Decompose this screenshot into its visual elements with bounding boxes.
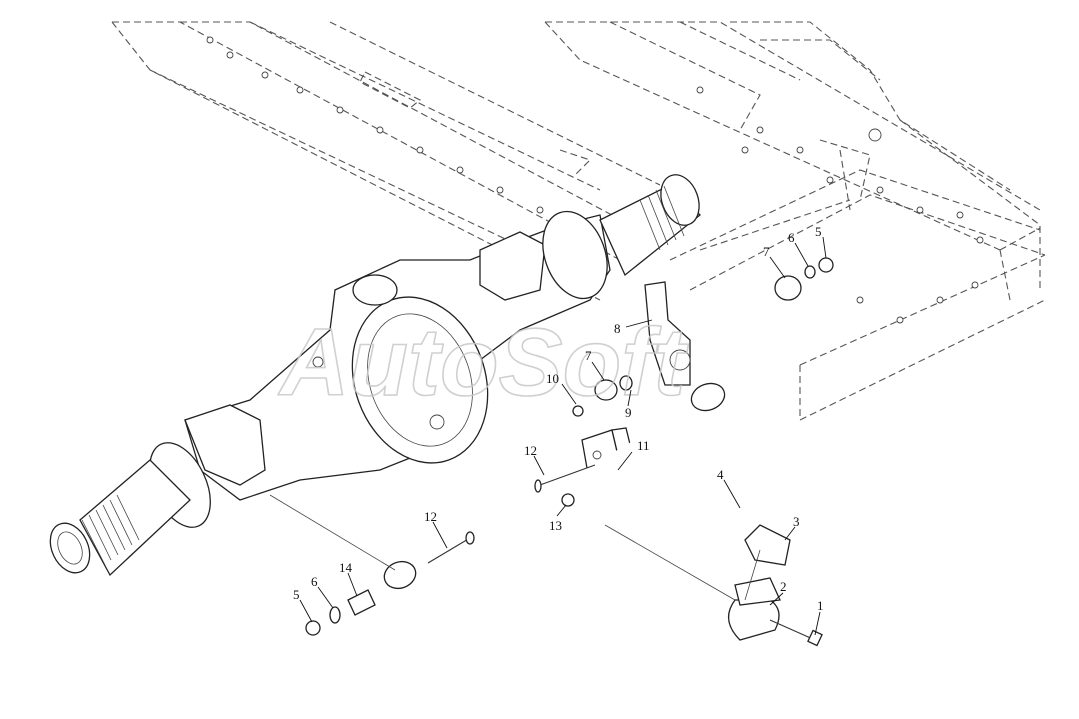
bushing-14 bbox=[347, 589, 376, 616]
callout-12-lower: 12 bbox=[424, 509, 437, 524]
callout-14: 14 bbox=[339, 560, 353, 575]
callout-7-upper: 7 bbox=[763, 244, 770, 259]
axle-spindle-right bbox=[542, 174, 701, 300]
assembly-guide-lines bbox=[269, 494, 761, 601]
cross-member bbox=[669, 139, 1046, 421]
washer-10 bbox=[572, 405, 584, 417]
callout-5-upper: 5 bbox=[815, 224, 822, 239]
nut-5-lower bbox=[305, 620, 321, 636]
bolt-12-lower bbox=[427, 531, 475, 564]
frame-rail-left bbox=[111, 21, 661, 301]
bushing-3 bbox=[744, 524, 791, 566]
callout-7-mid: 7 bbox=[585, 348, 592, 363]
callout-6-lower: 6 bbox=[311, 574, 318, 589]
axle-spindle-left bbox=[49, 442, 211, 577]
stabilizer-bar-4 bbox=[383, 382, 826, 657]
callout-5-lower: 5 bbox=[293, 587, 300, 602]
frame-rail-right bbox=[544, 21, 1041, 301]
callout-13: 13 bbox=[549, 518, 562, 533]
callout-4: 4 bbox=[717, 467, 724, 482]
nut-13 bbox=[561, 493, 575, 507]
callout-2: 2 bbox=[780, 579, 787, 594]
callout-9: 9 bbox=[625, 405, 632, 420]
washer-6-upper bbox=[804, 265, 816, 279]
link-bracket-8 bbox=[644, 281, 691, 386]
nut-5-upper bbox=[818, 257, 834, 273]
callout-3: 3 bbox=[793, 514, 800, 529]
callout-8: 8 bbox=[614, 321, 621, 336]
bushing-7-upper bbox=[774, 275, 802, 301]
callout-11: 11 bbox=[637, 438, 650, 453]
callout-12-upper: 12 bbox=[524, 443, 537, 458]
washer-6-lower bbox=[329, 606, 341, 624]
washer-9 bbox=[619, 375, 633, 391]
bolt-1 bbox=[769, 619, 823, 647]
callouts: 1 2 3 4 5 5 6 6 7 7 8 9 10 11 12 12 13 bbox=[293, 224, 827, 636]
watermark-logo: AutoSoft bbox=[278, 309, 689, 416]
frame-holes bbox=[206, 36, 984, 324]
bolt-12-upper bbox=[534, 464, 596, 493]
bushing-7-mid bbox=[594, 379, 618, 401]
clamp-2 bbox=[728, 577, 781, 641]
callout-10: 10 bbox=[546, 371, 559, 386]
callout-6-upper: 6 bbox=[788, 230, 795, 245]
callout-1: 1 bbox=[817, 598, 824, 613]
